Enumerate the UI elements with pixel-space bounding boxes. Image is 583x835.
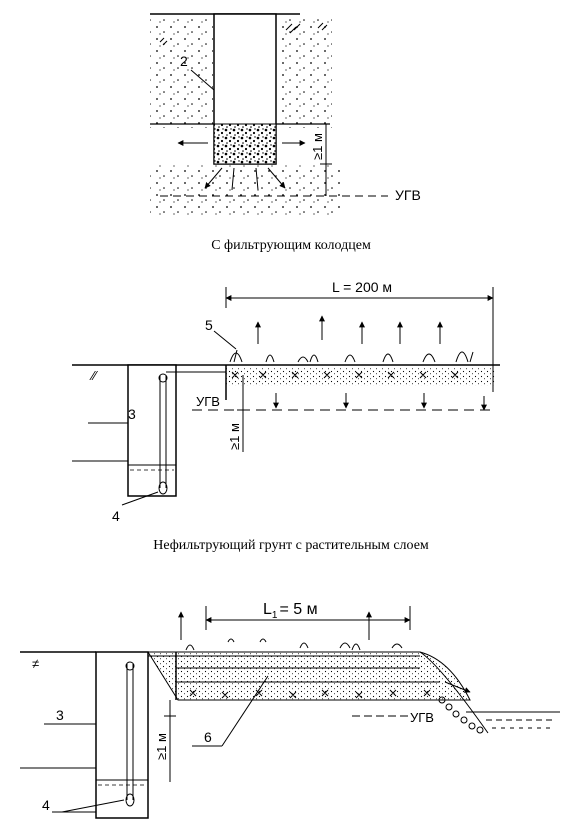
water-body: [466, 711, 560, 729]
soil-right: [277, 18, 332, 128]
soil-hatch: [189, 689, 431, 699]
ugv-label: УГВ: [410, 710, 434, 725]
label-6: 6: [204, 729, 212, 745]
caption-1: С фильтрующим колодцем: [211, 238, 371, 253]
riprap: [438, 696, 484, 734]
evaporation-arrows: [255, 315, 443, 344]
pump-pipe: [126, 664, 134, 800]
label-5: 5: [205, 317, 213, 333]
panel-drainage-trench: L1= 5 м ≠: [20, 601, 560, 819]
soil-hatch-symbol: ⁄⁄: [89, 368, 98, 383]
pump: [158, 481, 168, 495]
panel-non-filtering-soil: L = 200 м ⁄⁄ 5: [72, 279, 500, 553]
dimension-label: ≥1 м: [154, 733, 169, 760]
drainage-well: [127, 364, 177, 497]
outflow-arrow: [444, 681, 471, 693]
soil-hatch-marks: [159, 22, 328, 46]
length-label: L = 200 м: [332, 279, 392, 295]
ugv-label: УГВ: [196, 394, 220, 409]
soil-hatch-symbol: ≠: [32, 656, 39, 671]
label-2: 2: [180, 53, 188, 69]
dimension-label: ≥1 м: [310, 133, 325, 160]
ugv-label: УГВ: [395, 187, 421, 203]
panel-filtering-well: 2 ≥1 м УГВ С фильтрующим колодцем: [150, 13, 421, 253]
label-4: 4: [112, 508, 120, 524]
drainage-well: [95, 651, 149, 819]
label-3: 3: [56, 707, 64, 723]
label-3: 3: [128, 406, 136, 422]
caption-2: Нефильтрующий грунт с растительным слоем: [153, 538, 429, 553]
pump-pipe: [159, 375, 167, 488]
drain-arrows: [273, 393, 487, 411]
vegetation: [229, 349, 474, 363]
seepage-arrows: [204, 167, 286, 191]
label-4: 4: [42, 797, 50, 813]
gravel-filter: [213, 123, 277, 165]
soil-left: [150, 18, 213, 128]
vegetative-hatch: [231, 371, 459, 379]
pump: [125, 793, 135, 807]
drainage-embankment: [147, 651, 471, 701]
evaporation-arrows: [178, 611, 372, 640]
dimension-label: ≥1 м: [227, 423, 242, 450]
vegetation: [185, 638, 403, 651]
soil-bottom: [150, 165, 340, 215]
length-label: L1= 5 м: [263, 601, 318, 621]
leader-2: [190, 69, 215, 91]
